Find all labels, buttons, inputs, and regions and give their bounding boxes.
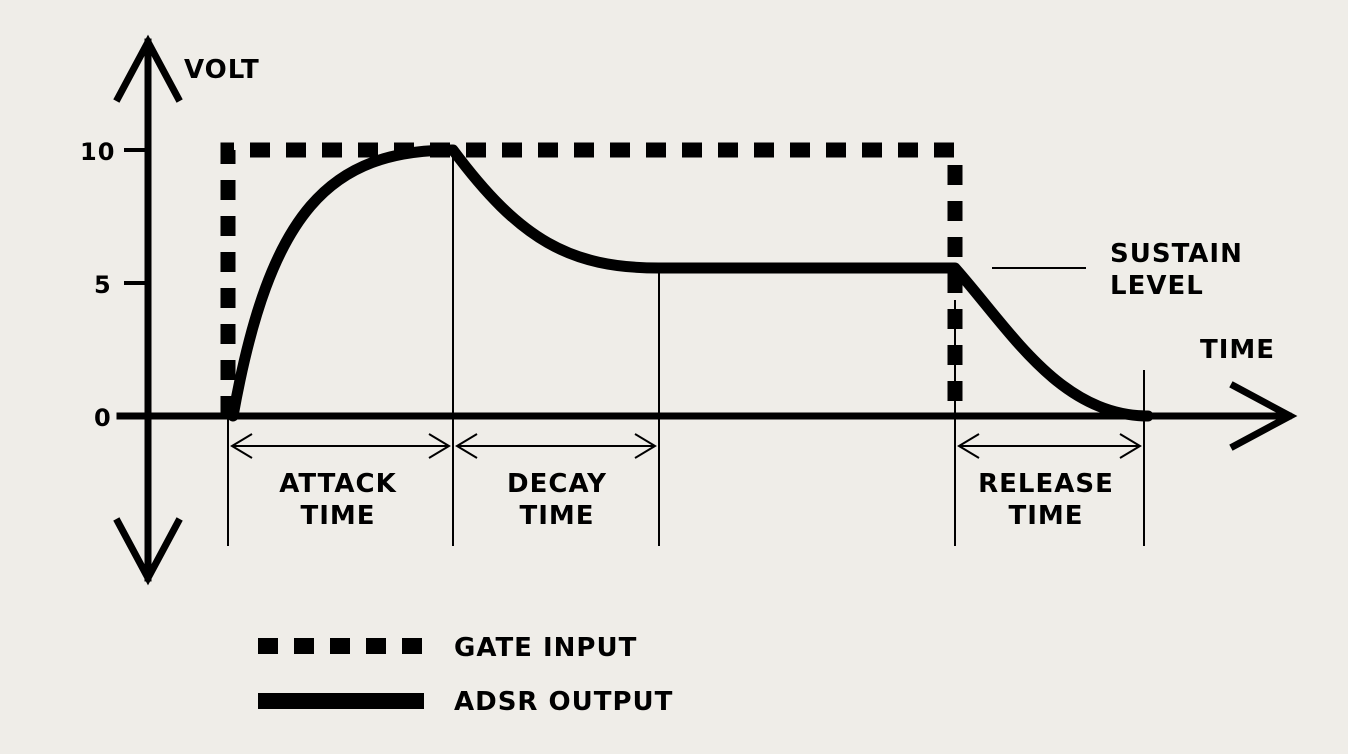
attack-label-line1: ATTACK <box>279 469 397 499</box>
y-axis-label: VOLT <box>184 55 260 85</box>
legend-adsr-output: ADSR OUTPUT <box>258 687 673 717</box>
release-time-arrow <box>957 433 1142 459</box>
legend-gate-input: GATE INPUT <box>258 633 637 663</box>
legend: GATE INPUT ADSR OUTPUT <box>258 633 673 717</box>
decay-label-line2: TIME <box>519 501 594 531</box>
x-axis-arrow <box>1229 381 1298 451</box>
gate-input-signal <box>220 142 963 416</box>
x-axis-label: TIME <box>1200 335 1275 365</box>
y-axis-arrow-up <box>113 34 183 103</box>
y-axis-arrow-down <box>113 517 183 586</box>
y-tick-label-5: 5 <box>94 271 112 299</box>
adsr-output-curve <box>227 144 1154 422</box>
phase-guides <box>227 150 1145 546</box>
attack-label-line2: TIME <box>300 501 375 531</box>
y-tick-label-10: 10 <box>80 138 115 166</box>
phase-arrows <box>230 433 1142 459</box>
y-tick-label-0: 0 <box>94 404 112 432</box>
y-ticks <box>124 148 148 285</box>
legend-adsr-label: ADSR OUTPUT <box>454 687 673 717</box>
sustain-label-line1: SUSTAIN <box>1110 239 1243 269</box>
x-axis <box>116 381 1298 451</box>
phase-labels: ATTACK TIME DECAY TIME RELEASE TIME <box>279 469 1114 531</box>
sustain-label-line2: LEVEL <box>1110 271 1204 301</box>
release-label-line1: RELEASE <box>978 469 1114 499</box>
y-axis <box>113 34 183 586</box>
decay-time-arrow <box>455 433 657 459</box>
attack-time-arrow <box>230 433 451 459</box>
decay-label-line1: DECAY <box>507 469 607 499</box>
release-label-line2: TIME <box>1008 501 1083 531</box>
legend-gate-label: GATE INPUT <box>454 633 637 663</box>
